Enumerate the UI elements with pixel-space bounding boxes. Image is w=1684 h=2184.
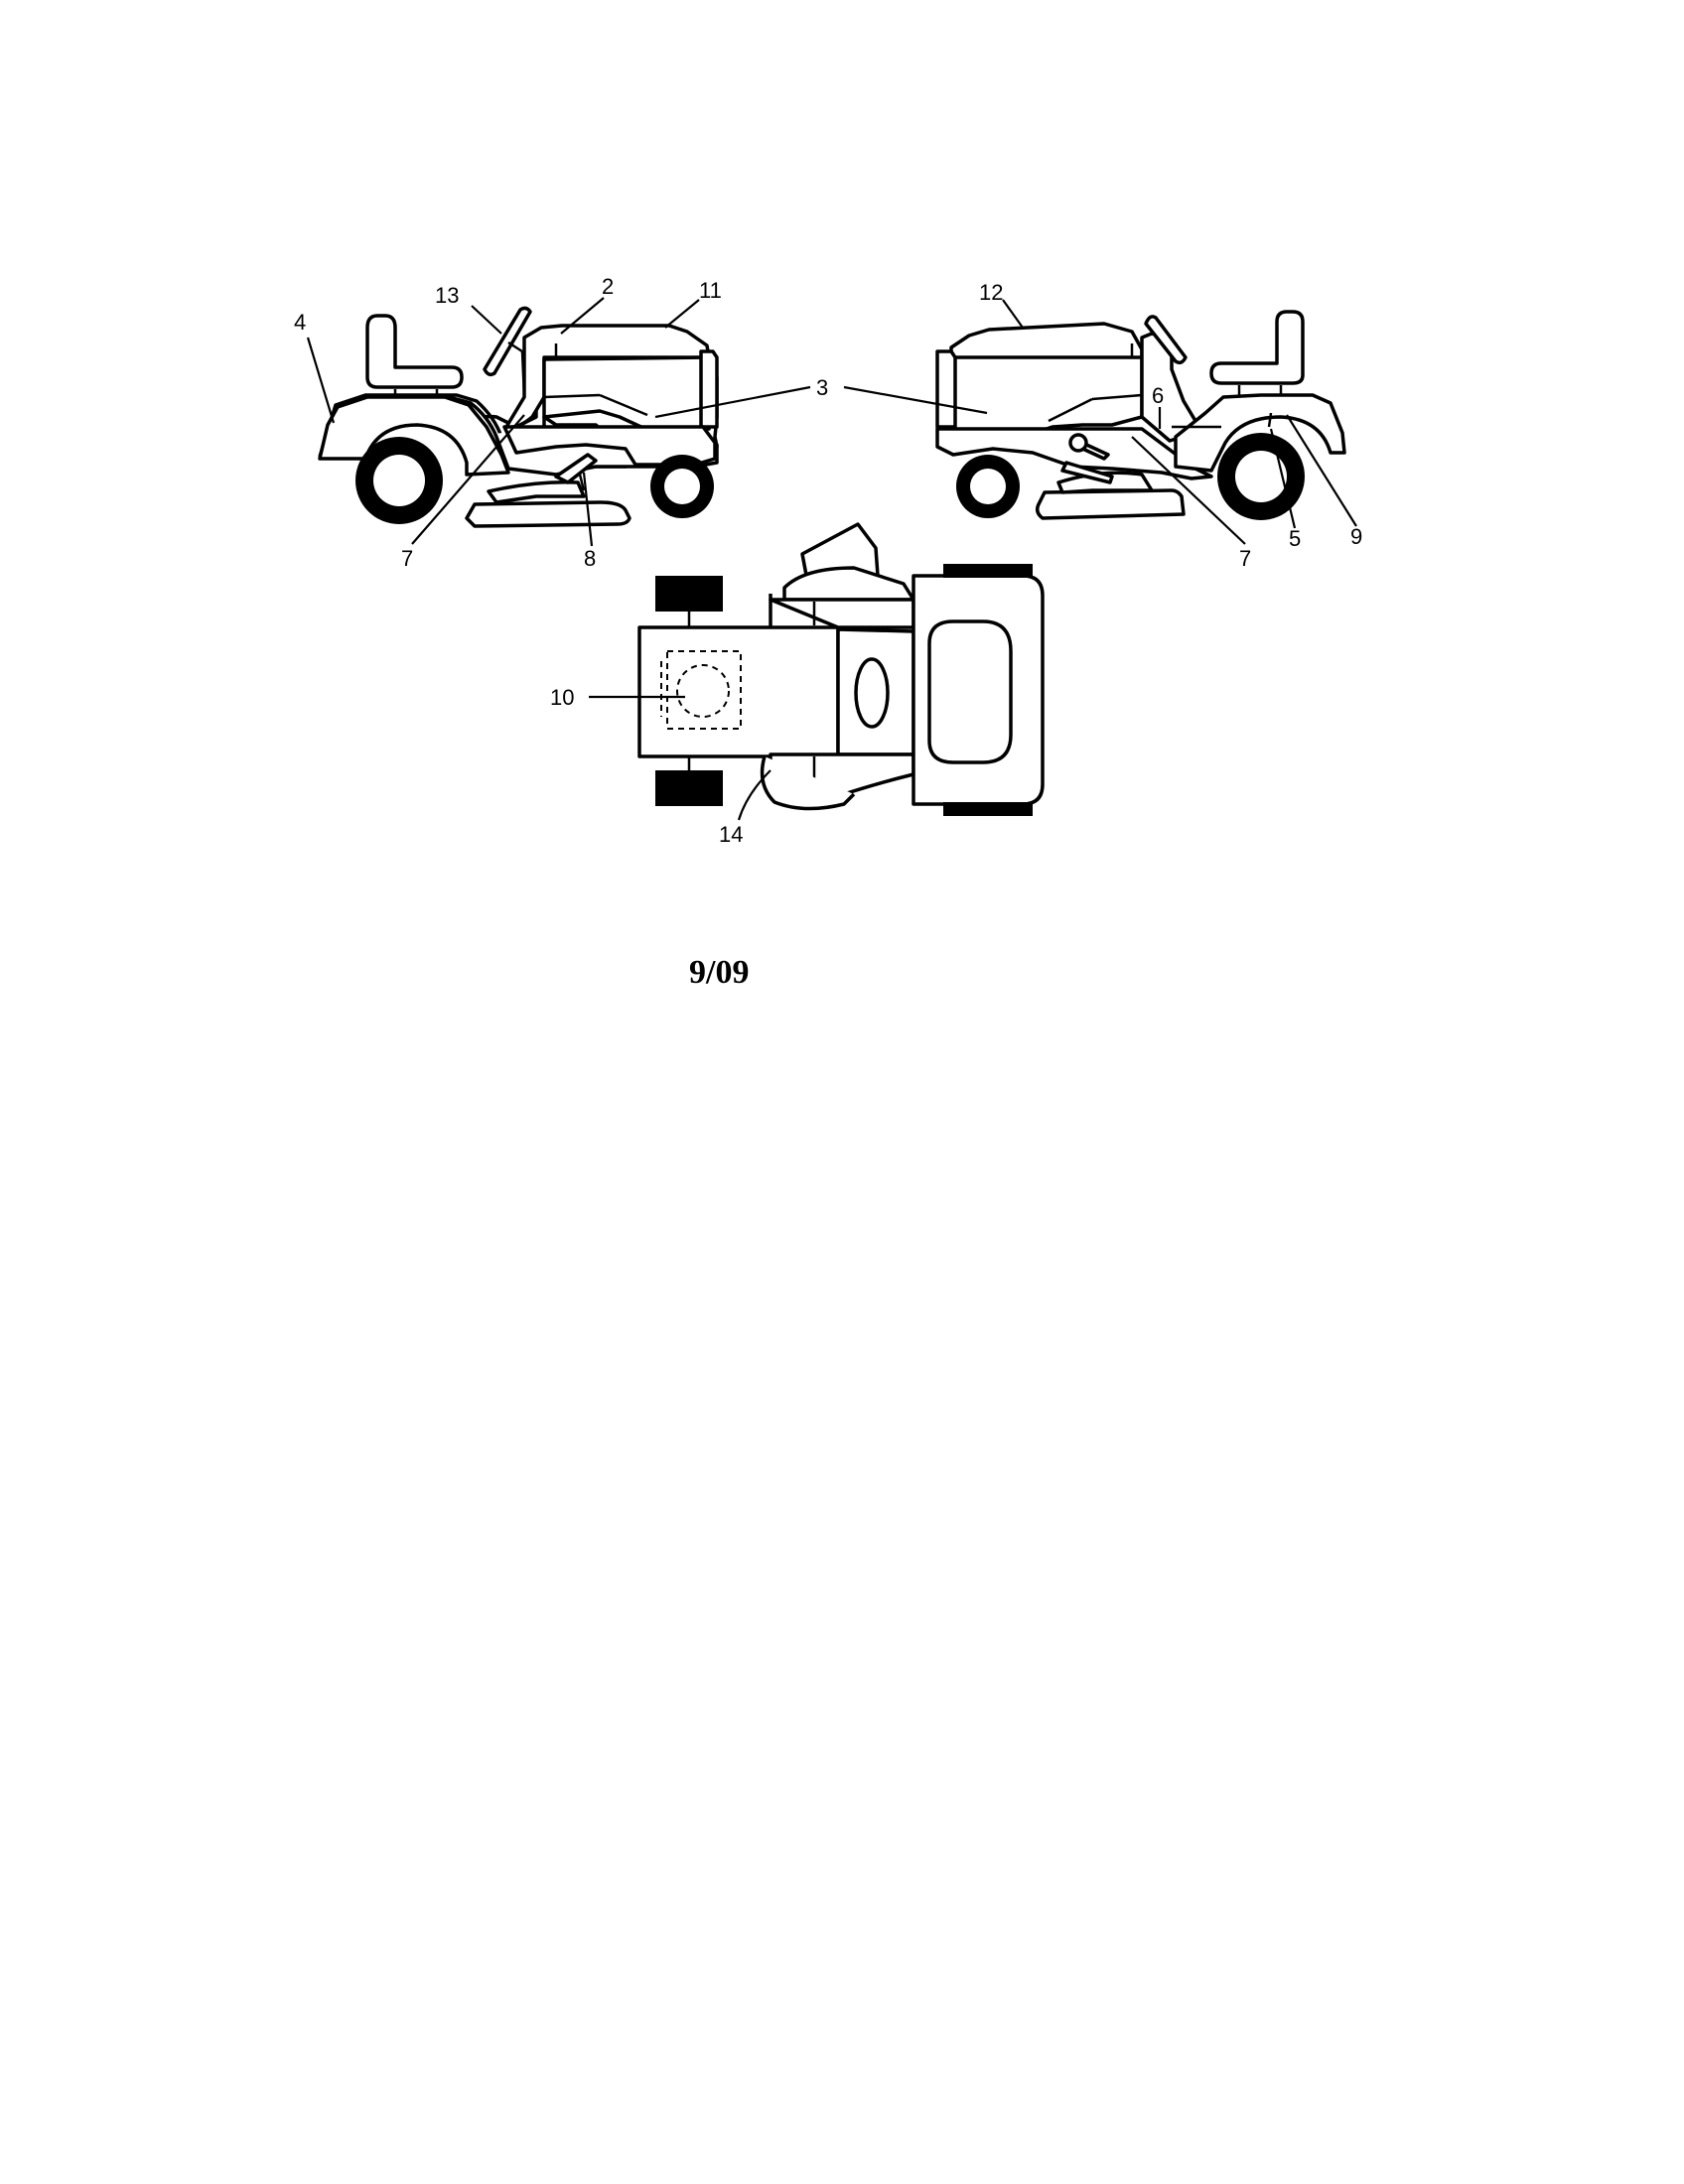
callout-9: 9 (1350, 524, 1362, 549)
callout-labels: 2 11 13 4 3 7 8 12 6 7 5 9 10 14 (294, 274, 1362, 847)
left-side-view (318, 306, 719, 528)
callout-13: 13 (435, 283, 459, 308)
callout-2: 2 (602, 274, 614, 299)
top-view (637, 522, 1045, 816)
callout-6: 6 (1152, 383, 1164, 408)
callout-4: 4 (294, 310, 306, 335)
right-side-view (935, 310, 1346, 520)
callout-14: 14 (719, 822, 743, 847)
date-code: 9/09 (689, 954, 749, 991)
callout-3: 3 (816, 375, 828, 400)
callout-11: 11 (699, 278, 722, 303)
callout-8: 8 (584, 546, 596, 571)
callout-5: 5 (1289, 526, 1301, 551)
callout-lines (306, 297, 1357, 821)
callout-7-right: 7 (1239, 546, 1251, 571)
callout-7-left: 7 (401, 546, 413, 571)
callout-12: 12 (979, 280, 1003, 305)
callout-10: 10 (550, 685, 574, 710)
